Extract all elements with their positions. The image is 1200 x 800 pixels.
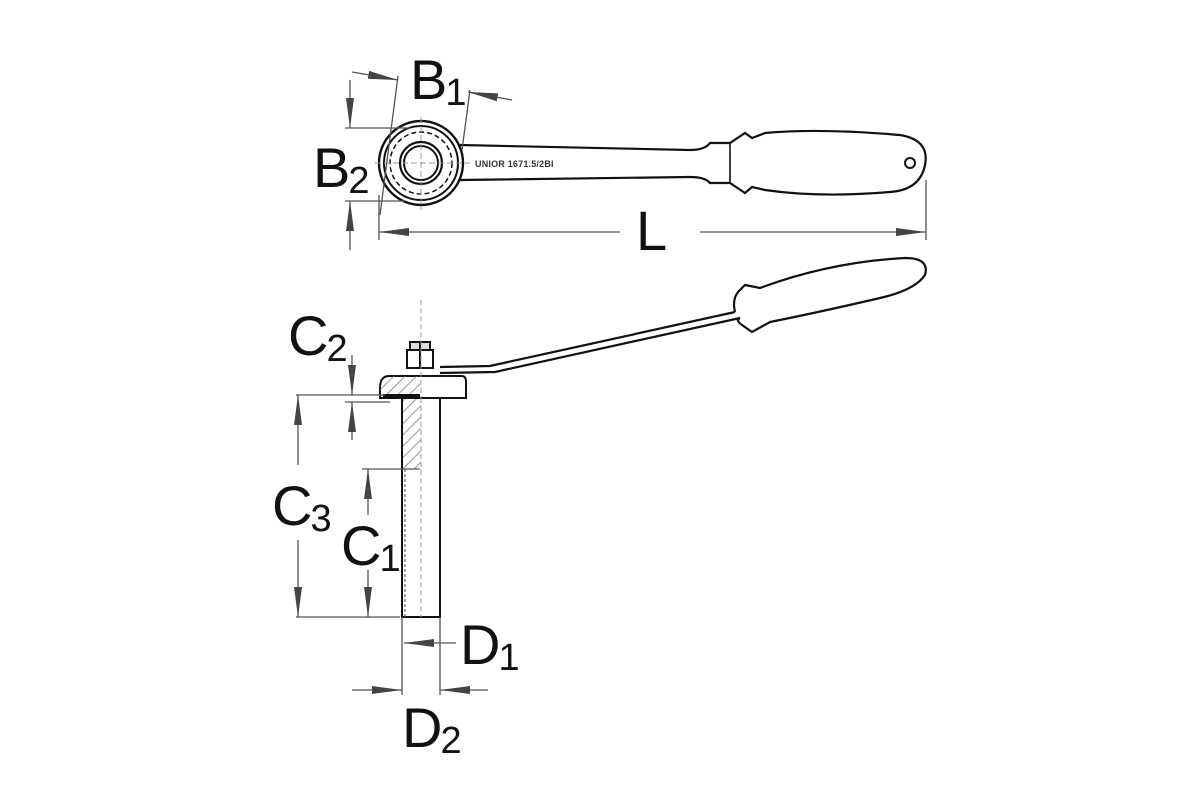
dimension-c1 bbox=[362, 468, 420, 617]
wrench-head-side bbox=[379, 375, 467, 399]
label-c2: C2 bbox=[288, 304, 348, 370]
top-view: UNIOR 1671.5/2BI bbox=[345, 70, 927, 250]
shaft bbox=[401, 300, 441, 618]
wrench-handle-side bbox=[439, 256, 927, 375]
nut bbox=[406, 341, 434, 369]
label-c1: C1 bbox=[341, 514, 401, 580]
label-l: L bbox=[636, 199, 668, 262]
dimension-c3 bbox=[294, 395, 400, 618]
side-view bbox=[294, 256, 927, 695]
dimension-d1 bbox=[401, 617, 456, 695]
wrench-handle-top bbox=[459, 129, 927, 196]
label-c3: C3 bbox=[272, 474, 332, 540]
label-d2: D2 bbox=[402, 696, 462, 762]
label-b2: B2 bbox=[313, 136, 370, 202]
label-b1: B1 bbox=[410, 48, 467, 114]
dimension-l bbox=[378, 180, 927, 240]
dimension-c2 bbox=[296, 355, 390, 440]
label-d1: D1 bbox=[460, 613, 520, 679]
handle-marking: UNIOR 1671.5/2BI bbox=[475, 159, 554, 169]
wrench-ring bbox=[375, 117, 470, 210]
dimension-b1 bbox=[351, 70, 513, 216]
dimension-b2 bbox=[345, 80, 410, 250]
